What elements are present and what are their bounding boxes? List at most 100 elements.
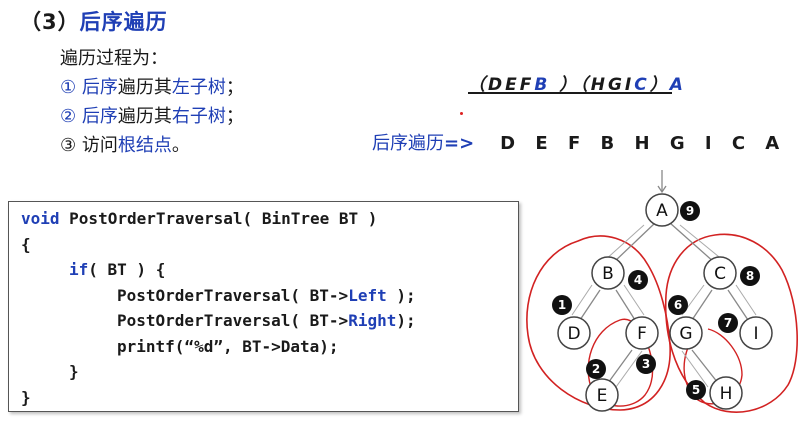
node-h: H — [709, 376, 743, 410]
step-prefix: 后序 — [76, 77, 118, 98]
step-mark: ① — [60, 77, 77, 98]
code-line: PostOrderTraversal( BT->Left ); — [21, 283, 518, 309]
trace-line — [571, 284, 593, 316]
code-line: PostOrderTraversal( BT->Right); — [21, 308, 518, 334]
step-3: ③ 访问根结点。 — [60, 131, 244, 160]
result-label: 后序遍历 — [372, 133, 444, 154]
right-subtree-nodes: HGI — [590, 75, 635, 95]
code-keyword: if — [69, 260, 89, 279]
step-emphasis: 根结点 — [117, 135, 172, 156]
order-badge-8: 8 — [740, 266, 760, 286]
node-label: H — [720, 384, 733, 404]
order-badge-4: 4 — [628, 270, 648, 290]
order-badge-3: 3 — [636, 354, 656, 374]
step-1: ① 后序遍历其左子树； — [60, 73, 244, 102]
left-subtree-root: B — [534, 75, 551, 95]
badge-label: 4 — [634, 273, 642, 287]
badge-label: 5 — [692, 383, 700, 397]
node-f: F — [625, 316, 659, 350]
edge-b-d — [579, 289, 601, 321]
trace-line — [603, 224, 645, 262]
node-e: E — [585, 378, 619, 412]
badge-label: 1 — [558, 298, 566, 312]
entry-arrowhead — [657, 185, 667, 194]
step-end: ； — [225, 77, 244, 98]
badge-label: 6 — [674, 298, 682, 312]
edge-a-c — [669, 222, 716, 264]
order-badge-2: 2 — [586, 359, 606, 379]
left-subtree-nodes: DEF — [488, 75, 535, 95]
group-open: （ — [579, 75, 591, 95]
edge-f-e — [607, 349, 633, 384]
code-text: PostOrderTraversal( BT-> — [117, 311, 349, 330]
node-b: B — [591, 256, 625, 290]
node-a: A — [645, 193, 679, 227]
code-line: printf(“%d”, BT->Data); — [117, 336, 339, 356]
step-suffix: 遍历其 — [117, 77, 172, 98]
code-text: PostOrderTraversal( BinTree BT ) — [59, 209, 378, 228]
result-value: D E F B H G I C A — [500, 133, 787, 154]
code-line: } — [69, 362, 79, 381]
edge-b-f — [615, 289, 636, 321]
step-emphasis: 左子树 — [171, 77, 226, 98]
order-badge-7: 7 — [718, 313, 738, 333]
code-text: PostOrderTraversal( BT-> — [117, 285, 349, 305]
step-prefix: 访问 — [76, 135, 118, 156]
node-g: G — [669, 316, 703, 350]
node-c: C — [703, 256, 737, 290]
order-badge-6: 6 — [668, 295, 688, 315]
order-badge-9: 9 — [680, 201, 700, 221]
node-label: D — [567, 324, 580, 344]
right-subtree-root: C — [634, 75, 650, 95]
result-arrow: => — [444, 133, 475, 154]
edge-g-h — [691, 349, 719, 384]
code-block: void PostOrderTraversal( BinTree BT ) { … — [8, 201, 519, 412]
node-i: I — [739, 316, 773, 350]
step-end: ； — [225, 106, 244, 127]
tree-edges — [579, 170, 749, 384]
step-end: 。 — [171, 135, 190, 156]
red-dot — [460, 112, 463, 115]
badge-label: 8 — [746, 269, 754, 283]
edge-a-b — [612, 222, 656, 264]
step-emphasis: 右子树 — [171, 106, 226, 127]
badge-label: 3 — [642, 357, 650, 371]
trace-line — [679, 224, 725, 262]
node-label: C — [714, 264, 726, 284]
badge-label: 9 — [686, 204, 694, 218]
trace-lines — [571, 224, 757, 388]
node-label: I — [753, 324, 758, 344]
step-mark: ② — [60, 106, 77, 127]
node-label: E — [597, 386, 608, 406]
node-label: B — [602, 264, 614, 284]
group-close: ） — [550, 75, 580, 95]
section-title: （3）后序遍历 — [20, 6, 168, 36]
trace-line — [615, 350, 643, 388]
trace-line — [623, 284, 645, 316]
steps-heading: 遍历过程为： — [60, 48, 168, 69]
order-badge-1: 1 — [552, 295, 572, 315]
badge-label: 2 — [592, 362, 600, 376]
code-line: { — [21, 234, 31, 254]
code-keyword: void — [21, 209, 60, 228]
code-line: void PostOrderTraversal( BinTree BT ) — [21, 206, 518, 232]
node-d: D — [557, 316, 591, 350]
order-badges: 1 2 3 4 5 6 7 8 9 — [552, 201, 760, 400]
binary-tree-diagram: A B C D F G I E — [526, 170, 798, 413]
code-text: ); — [386, 285, 416, 305]
step-mark: ③ — [60, 135, 77, 156]
tree-nodes: A B C D F G I E — [557, 193, 773, 412]
tree-root: A — [669, 75, 686, 95]
node-label: F — [637, 324, 647, 344]
code-line: if( BT ) { — [21, 257, 518, 283]
node-label: A — [656, 201, 668, 221]
code-keyword: Right — [348, 311, 397, 330]
right-subtree-outline — [664, 233, 798, 413]
group-open: （ — [468, 75, 488, 95]
code-line: } — [21, 387, 31, 407]
step-2: ② 后序遍历其右子树； — [60, 102, 244, 131]
group-close: ） — [649, 75, 670, 95]
postorder-grouping: （DEFB ）（HGIC）A — [468, 70, 686, 95]
step-suffix: 遍历其 — [117, 106, 172, 127]
section-title-text: 后序遍历 — [79, 10, 168, 34]
